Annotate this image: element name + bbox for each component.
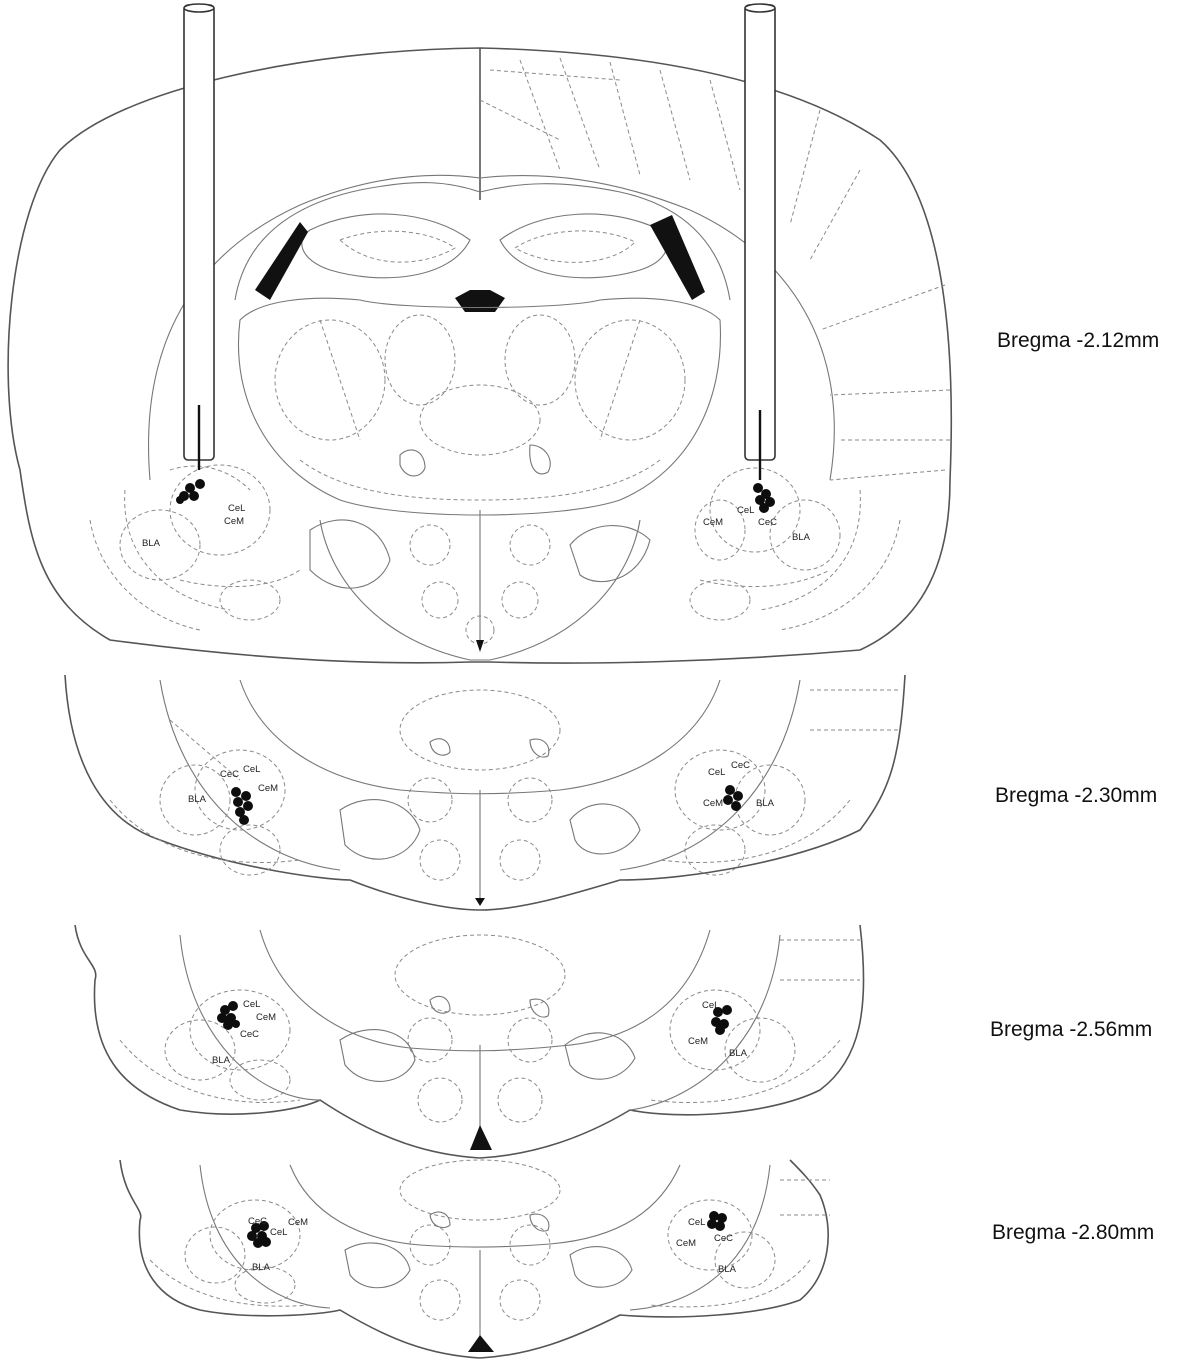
fourth-ventricle-s4 <box>468 1335 494 1352</box>
region-label: CeC <box>248 1216 267 1227</box>
third-ventricle <box>455 290 505 312</box>
region-label: CeM <box>688 1036 708 1047</box>
brain-outline-s4 <box>119 1159 829 1359</box>
section-bregma-2-56: CeL CeM CeC BLA CeL CeM BLA Bregma -2.56… <box>74 924 1152 1159</box>
region-label: BLA <box>756 798 775 809</box>
region-label: BLA <box>718 1264 737 1275</box>
region-label: CeL <box>243 999 260 1010</box>
section-bregma-2-80: CeC CeM CeL BLA CeL CeM CeC BLA Bregma -… <box>119 1159 1154 1359</box>
section-bregma-2-12: CeL CeM BLA CeM CeL CeC BLA Bregma -2.12… <box>7 3 1159 664</box>
region-label: CeL <box>708 767 725 778</box>
region-label: BLA <box>142 538 161 549</box>
region-label: BLA <box>188 794 207 805</box>
region-label: CeL <box>270 1227 287 1238</box>
region-label: BLA <box>252 1262 271 1273</box>
brain-outline-s2 <box>64 674 906 911</box>
brain-outline-s3 <box>74 924 865 1159</box>
brain-outline-s1 <box>7 47 953 664</box>
region-label: CeM <box>288 1217 308 1228</box>
region-label: BLA <box>792 532 811 543</box>
region-label: BLA <box>212 1055 231 1066</box>
region-label: CeM <box>676 1238 696 1249</box>
injection-sites-s3-right <box>711 1005 732 1035</box>
fourth-ventricle-s3 <box>470 1125 492 1150</box>
region-label: CeC <box>240 1029 259 1040</box>
injection-sites-s3-left <box>217 1001 240 1030</box>
bregma-label: Bregma -2.56mm <box>990 1018 1152 1041</box>
region-label: CeM <box>224 516 244 527</box>
bregma-label: Bregma -2.30mm <box>995 784 1157 807</box>
region-label: CeC <box>714 1233 733 1244</box>
injection-sites-s1-left <box>176 479 205 504</box>
injection-sites-s4-left <box>247 1221 271 1248</box>
region-label: CeM <box>256 1012 276 1023</box>
injection-sites-s2-left <box>231 787 253 825</box>
region-label: CeL <box>737 505 754 516</box>
lateral-ventricle-left <box>255 222 308 300</box>
injection-sites-s1-right <box>753 483 775 513</box>
injection-sites-s2-right <box>723 785 743 811</box>
section-bregma-2-30: CeC CeL CeM BLA CeL CeC CeM BLA Bregma -… <box>64 674 1157 911</box>
region-label: CeM <box>703 517 723 528</box>
lateral-ventricle-right <box>650 215 705 300</box>
region-label: BLA <box>729 1048 748 1059</box>
region-label: CeL <box>688 1217 705 1228</box>
cannula-left <box>183 4 215 461</box>
region-label: CeC <box>731 760 750 771</box>
region-label: CeM <box>258 783 278 794</box>
region-label: CeL <box>228 503 245 514</box>
region-label: CeC <box>758 517 777 528</box>
injection-sites-s4-right <box>707 1211 727 1231</box>
region-label: CeC <box>220 769 239 780</box>
region-label: CeM <box>703 798 723 809</box>
region-label: CeL <box>702 1000 719 1011</box>
bregma-label: Bregma -2.80mm <box>992 1221 1154 1244</box>
bregma-label: Bregma -2.12mm <box>997 329 1159 352</box>
cannula-right <box>744 4 776 461</box>
region-label: CeL <box>243 764 260 775</box>
